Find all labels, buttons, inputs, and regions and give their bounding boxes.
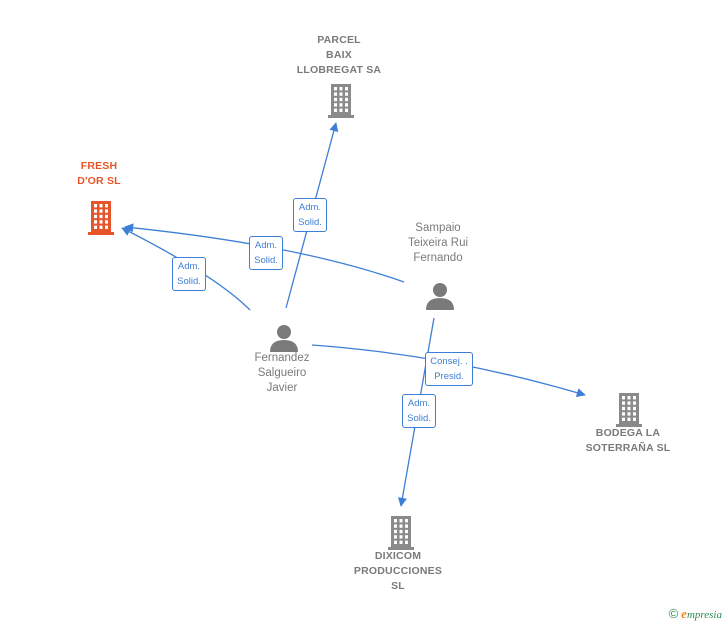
brand-initial: e [681, 606, 687, 621]
fernandez-person-icon[interactable] [270, 325, 298, 352]
sampaio-person-icon[interactable] [426, 283, 454, 310]
edge-label-sampaio-to-dixicom[interactable]: Adm. Solid. [402, 394, 436, 428]
bodega-building-icon[interactable] [616, 393, 642, 427]
sampaio-node-label[interactable]: Sampaio Teixeira Rui Fernando [407, 222, 469, 264]
fresh-building-icon[interactable] [88, 201, 114, 235]
edge-label-fernandez-to-fresh[interactable]: Adm. Solid. [172, 257, 206, 291]
parcel-node-label[interactable]: PARCEL BAIX LLOBREGAT SA [296, 34, 382, 76]
dixicom-node-label[interactable]: DIXICOM PRODUCCIONES SL [353, 550, 443, 592]
empresia-brand[interactable]: ©empresia [669, 606, 722, 622]
nodes-layer [88, 84, 642, 550]
parcel-building-icon[interactable] [328, 84, 354, 118]
edges-layer [121, 122, 586, 507]
dixicom-building-icon[interactable] [388, 516, 414, 550]
copyright-symbol: © [668, 606, 679, 621]
brand-name: mpresia [686, 609, 722, 621]
edge-label-sampaio-to-fresh[interactable]: Adm. Solid. [249, 236, 283, 270]
fresh-node-label[interactable]: FRESH D'OR SL [77, 160, 121, 187]
bodega-node-label[interactable]: BODEGA LA SOTERRAÑA SL [585, 427, 671, 454]
edge-label-fernandez-to-parcel[interactable]: Adm. Solid. [293, 198, 327, 232]
fernandez-node-label[interactable]: Fernandez Salgueiro Javier [254, 352, 310, 394]
edge-label-fernandez-to-bodega[interactable]: Consej. . Presid. [425, 352, 473, 386]
